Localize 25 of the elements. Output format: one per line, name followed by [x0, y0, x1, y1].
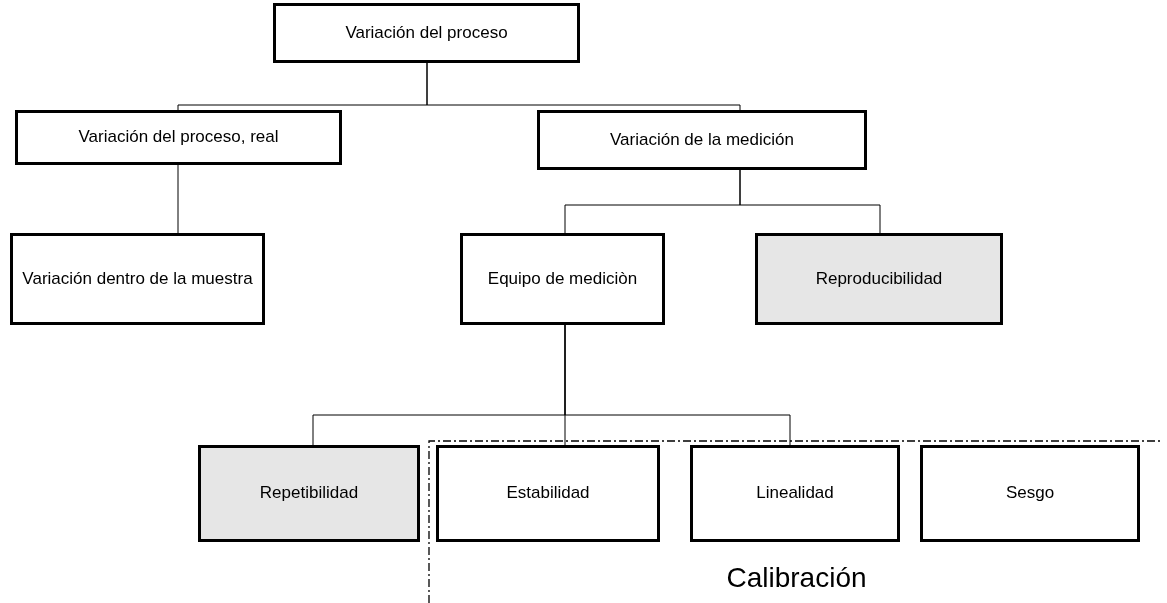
process-box [920, 445, 1140, 542]
node-label: Linealidad [755, 482, 835, 505]
process-box [690, 445, 900, 542]
node-label: Variación dentro de la muestra [21, 267, 254, 290]
node-label: Equipo de mediciòn [486, 267, 639, 290]
connector-line [426, 62, 741, 111]
connector-line [739, 169, 881, 234]
region-label: Calibración [725, 560, 868, 595]
node-label: Reproducibilidad [814, 267, 944, 290]
node-label: Variación del proceso [344, 21, 509, 44]
process-box [10, 233, 265, 325]
process-box [755, 233, 1003, 325]
process-box [273, 3, 580, 63]
node-label: Sesgo [1004, 482, 1056, 505]
process-box [15, 110, 342, 165]
process-box [198, 445, 420, 542]
node-label: Variación del proceso, real [77, 126, 280, 149]
process-box [460, 233, 665, 325]
node-label: Variación de la medición [609, 128, 795, 151]
connector-line [564, 324, 791, 446]
process-box [537, 110, 867, 170]
process-box [436, 445, 660, 542]
node-label: Estabilidad [505, 482, 591, 505]
node-label: Repetibilidad [258, 482, 360, 505]
connector-line [177, 164, 179, 234]
